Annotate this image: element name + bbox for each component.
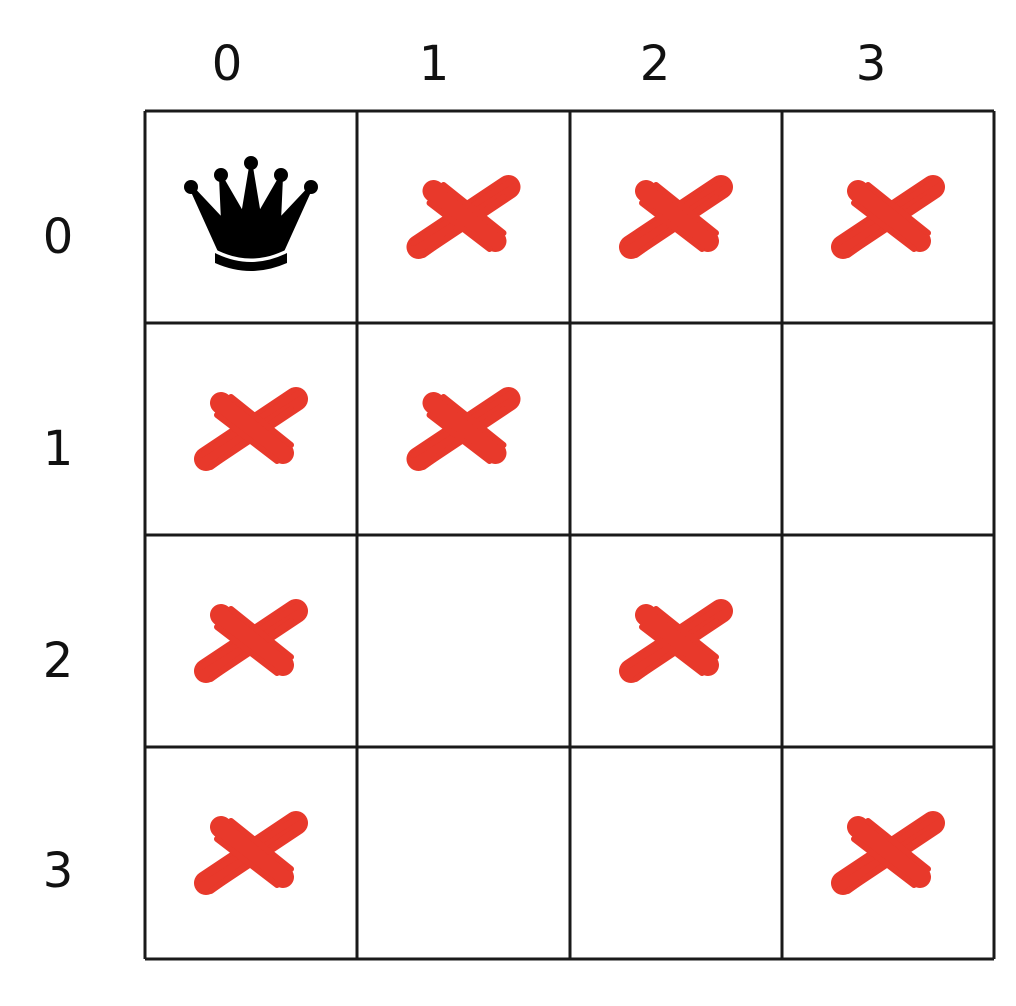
row-label-2: 2 bbox=[43, 633, 74, 689]
attacked-x-mark bbox=[831, 811, 945, 895]
attacked-x-mark bbox=[831, 175, 945, 259]
column-label-0: 0 bbox=[212, 36, 243, 92]
attacked-x-mark bbox=[406, 387, 521, 471]
column-label-3: 3 bbox=[856, 36, 887, 92]
attacked-x-mark bbox=[406, 175, 521, 259]
attacked-x-mark bbox=[194, 599, 308, 683]
attacked-x-mark bbox=[194, 387, 308, 471]
column-label-1: 1 bbox=[419, 36, 450, 92]
row-label-1: 1 bbox=[43, 421, 74, 477]
row-labels: 0 1 2 3 bbox=[43, 209, 74, 899]
column-label-2: 2 bbox=[640, 36, 671, 92]
board-cells bbox=[184, 156, 945, 895]
queen-icon bbox=[184, 156, 318, 271]
column-labels: 0 1 2 3 bbox=[212, 36, 887, 92]
attacked-x-mark bbox=[619, 599, 733, 683]
board-grid bbox=[143, 109, 996, 961]
row-label-0: 0 bbox=[43, 209, 74, 265]
row-label-3: 3 bbox=[43, 843, 74, 899]
attacked-x-mark bbox=[619, 175, 733, 259]
attacked-x-mark bbox=[194, 811, 308, 895]
